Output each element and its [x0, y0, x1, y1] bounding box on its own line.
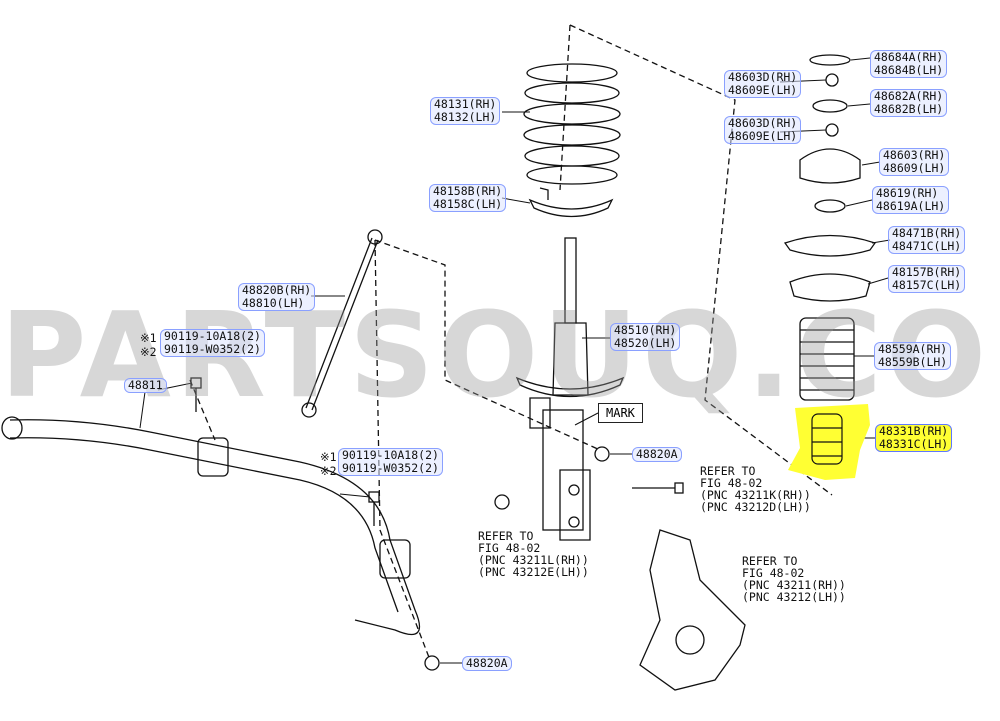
- part-label-rh: 48510(RH): [614, 323, 677, 337]
- option-marks-upper: ※1※2: [140, 331, 157, 359]
- part-label-rh: 48603(RH): [883, 148, 946, 162]
- assembly-dash-line: [559, 24, 571, 191]
- note-line: (PNC 43212D(LH)): [700, 500, 811, 514]
- part-label-rh: 48331B(RH): [879, 424, 949, 438]
- part-label-rh: 48559A(RH): [878, 342, 948, 356]
- note-line: (PNC 43211(RH)): [742, 578, 846, 592]
- part-label-lh: 48609E(LH): [728, 83, 798, 97]
- note-line: REFER TO: [700, 464, 756, 478]
- part-label-48157[interactable]: 48157B(RH)48157C(LH): [888, 265, 966, 293]
- part-label-line1: 90119-10A18(2): [342, 448, 439, 462]
- part-label-lh: 48684B(LH): [874, 63, 944, 77]
- bolt: [190, 377, 684, 526]
- part-label-text: 48820A: [636, 447, 678, 461]
- mark-callout: MARK: [598, 403, 643, 423]
- part-label-rh: 48157B(RH): [892, 265, 962, 279]
- part-label-48131[interactable]: 48131(RH)48132(LH): [430, 97, 501, 125]
- note-link-fig[interactable]: FIG 48-02: [700, 476, 763, 490]
- part-label-lh: 48520(LH): [614, 336, 677, 350]
- part-label-rh: 48131(RH): [434, 97, 497, 111]
- part-label-rh: 48619(RH): [876, 186, 939, 200]
- part-label-text: 48820A: [466, 656, 508, 670]
- part-label-lh: 48132(LH): [434, 110, 497, 124]
- assembly-dash-line: [374, 239, 601, 451]
- part-label-48603-lower[interactable]: 48603D(RH)48609E(LH): [724, 116, 802, 144]
- note-line: (PNC 43211L(RH)): [478, 553, 589, 567]
- part-label-line2: 90119-W0352(2): [164, 342, 261, 356]
- part-label-90119-upper[interactable]: 90119-10A18(2)90119-W0352(2): [160, 329, 265, 357]
- part-label-lh: 48609E(LH): [728, 129, 798, 143]
- part-label-rh: 48820B(RH): [242, 283, 312, 297]
- part-label-48603-mount[interactable]: 48603(RH)48609(LH): [879, 148, 950, 176]
- upper-mount-stack: [783, 54, 877, 302]
- steering-knuckle: [639, 529, 746, 691]
- option-mark-2: ※2: [320, 464, 337, 478]
- part-label-lh: 48810(LH): [242, 296, 305, 310]
- shock-absorber-strut: [515, 237, 625, 541]
- part-label-48820a-bar[interactable]: 48820A: [462, 656, 512, 671]
- option-mark-1: ※1: [140, 331, 157, 345]
- leader-lines: [139, 57, 891, 664]
- stabilizer-link: [301, 229, 383, 418]
- part-label-rh: 48158B(RH): [433, 184, 503, 198]
- note-line: (PNC 43212(LH)): [742, 590, 846, 604]
- part-label-rh: 48603D(RH): [728, 116, 798, 130]
- coil-spring: [523, 63, 621, 185]
- part-label-line1: 90119-10A18(2): [164, 329, 261, 343]
- part-label-48820a-strut[interactable]: 48820A: [632, 447, 682, 462]
- part-label-lh: 48471C(LH): [892, 239, 962, 253]
- part-label-rh: 48471B(RH): [892, 226, 962, 240]
- part-label-48684[interactable]: 48684A(RH)48684B(LH): [870, 50, 948, 78]
- part-label-48820b[interactable]: 48820B(RH)48810(LH): [238, 283, 316, 311]
- note-line: (PNC 43211K(RH)): [700, 488, 811, 502]
- part-label-90119-lower[interactable]: 90119-10A18(2)90119-W0352(2): [338, 448, 443, 476]
- note-link-fig[interactable]: FIG 48-02: [478, 541, 541, 555]
- assembly-dash-line: [189, 379, 216, 441]
- part-label-lh: 48609(LH): [883, 161, 946, 175]
- part-label-48158[interactable]: 48158B(RH)48158C(LH): [429, 184, 507, 212]
- part-label-48471[interactable]: 48471B(RH)48471C(LH): [888, 226, 966, 254]
- note-line: REFER TO: [478, 529, 534, 543]
- part-label-rh: 48603D(RH): [728, 70, 798, 84]
- part-label-48331-highlighted[interactable]: 48331B(RH)48331C(LH): [875, 424, 953, 452]
- option-mark-1: ※1: [320, 450, 337, 464]
- part-label-lh: 48619A(LH): [876, 199, 946, 213]
- part-label-lh: 48158C(LH): [433, 197, 503, 211]
- part-label-48682[interactable]: 48682A(RH)48682B(LH): [870, 89, 948, 117]
- note-line: REFER TO: [742, 554, 798, 568]
- dust-boot: [799, 317, 855, 401]
- part-label-48559[interactable]: 48559A(RH)48559B(LH): [874, 342, 952, 370]
- part-label-lh: 48331C(LH): [879, 437, 949, 451]
- note-line: (PNC 43212E(LH)): [478, 565, 589, 579]
- note-link-fig[interactable]: FIG 48-02: [742, 566, 805, 580]
- assembly-dash-line: [569, 24, 833, 496]
- stabilizer-bar: [1, 416, 421, 636]
- part-label-rh: 48684A(RH): [874, 50, 944, 64]
- part-label-line2: 90119-W0352(2): [342, 461, 439, 475]
- part-label-48619[interactable]: 48619(RH)48619A(LH): [872, 186, 950, 214]
- spring-seat: [528, 198, 614, 218]
- option-marks-lower: ※1※2: [320, 450, 337, 478]
- part-label-48603-upper[interactable]: 48603D(RH)48609E(LH): [724, 70, 802, 98]
- part-label-lh: 48157C(LH): [892, 278, 962, 292]
- part-label-48811[interactable]: 48811: [124, 378, 167, 393]
- bump-stop: [811, 413, 843, 465]
- part-label-48510[interactable]: 48510(RH)48520(LH): [610, 323, 681, 351]
- part-label-lh: 48682B(LH): [874, 102, 944, 116]
- assembly-dash-line: [374, 239, 431, 661]
- part-label-lh: 48559B(LH): [878, 355, 948, 369]
- part-label-text: 48811: [128, 378, 163, 392]
- option-mark-2: ※2: [140, 345, 157, 359]
- part-label-rh: 48682A(RH): [874, 89, 944, 103]
